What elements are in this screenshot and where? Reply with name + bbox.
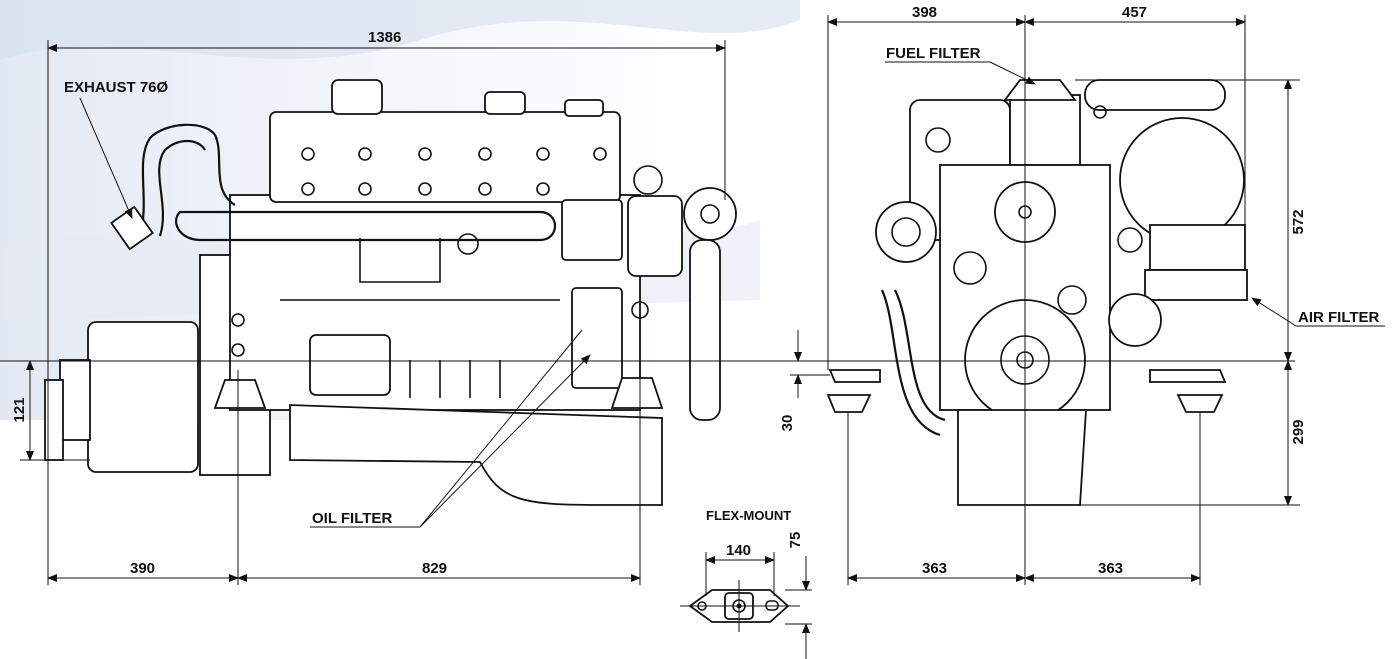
exhaust-label: EXHAUST 76Ø: [64, 79, 169, 96]
dim-width-right: 457: [1122, 4, 1147, 21]
dim-mount-left: 363: [922, 560, 947, 577]
dim-flex-height: 75: [787, 532, 804, 549]
flex-mount-label: FLEX-MOUNT: [706, 508, 791, 523]
dim-flex-width: 140: [726, 542, 751, 559]
callout-leaders: [79, 61, 1385, 528]
flex-mount-detail: [680, 552, 812, 659]
dim-width-left: 398: [912, 4, 937, 21]
dim-mount-offset: 30: [779, 415, 796, 432]
dim-overall-length: 1386: [368, 29, 401, 46]
dim-depth-below: 299: [1290, 419, 1307, 444]
valve-cover-bolts: [301, 147, 607, 196]
front-view-engine: [826, 79, 1248, 506]
oil-filter-label: OIL FILTER: [312, 510, 392, 527]
dim-front-to-mount: 390: [130, 560, 155, 577]
dim-height-below-crank: 121: [11, 397, 28, 422]
dim-mount-span: 829: [422, 560, 447, 577]
dim-mount-right: 363: [1098, 560, 1123, 577]
dim-height-above: 572: [1290, 209, 1307, 234]
dimension-lines: [0, 15, 1300, 585]
fuel-filter-label: FUEL FILTER: [886, 45, 981, 62]
air-filter-label: AIR FILTER: [1298, 309, 1380, 326]
